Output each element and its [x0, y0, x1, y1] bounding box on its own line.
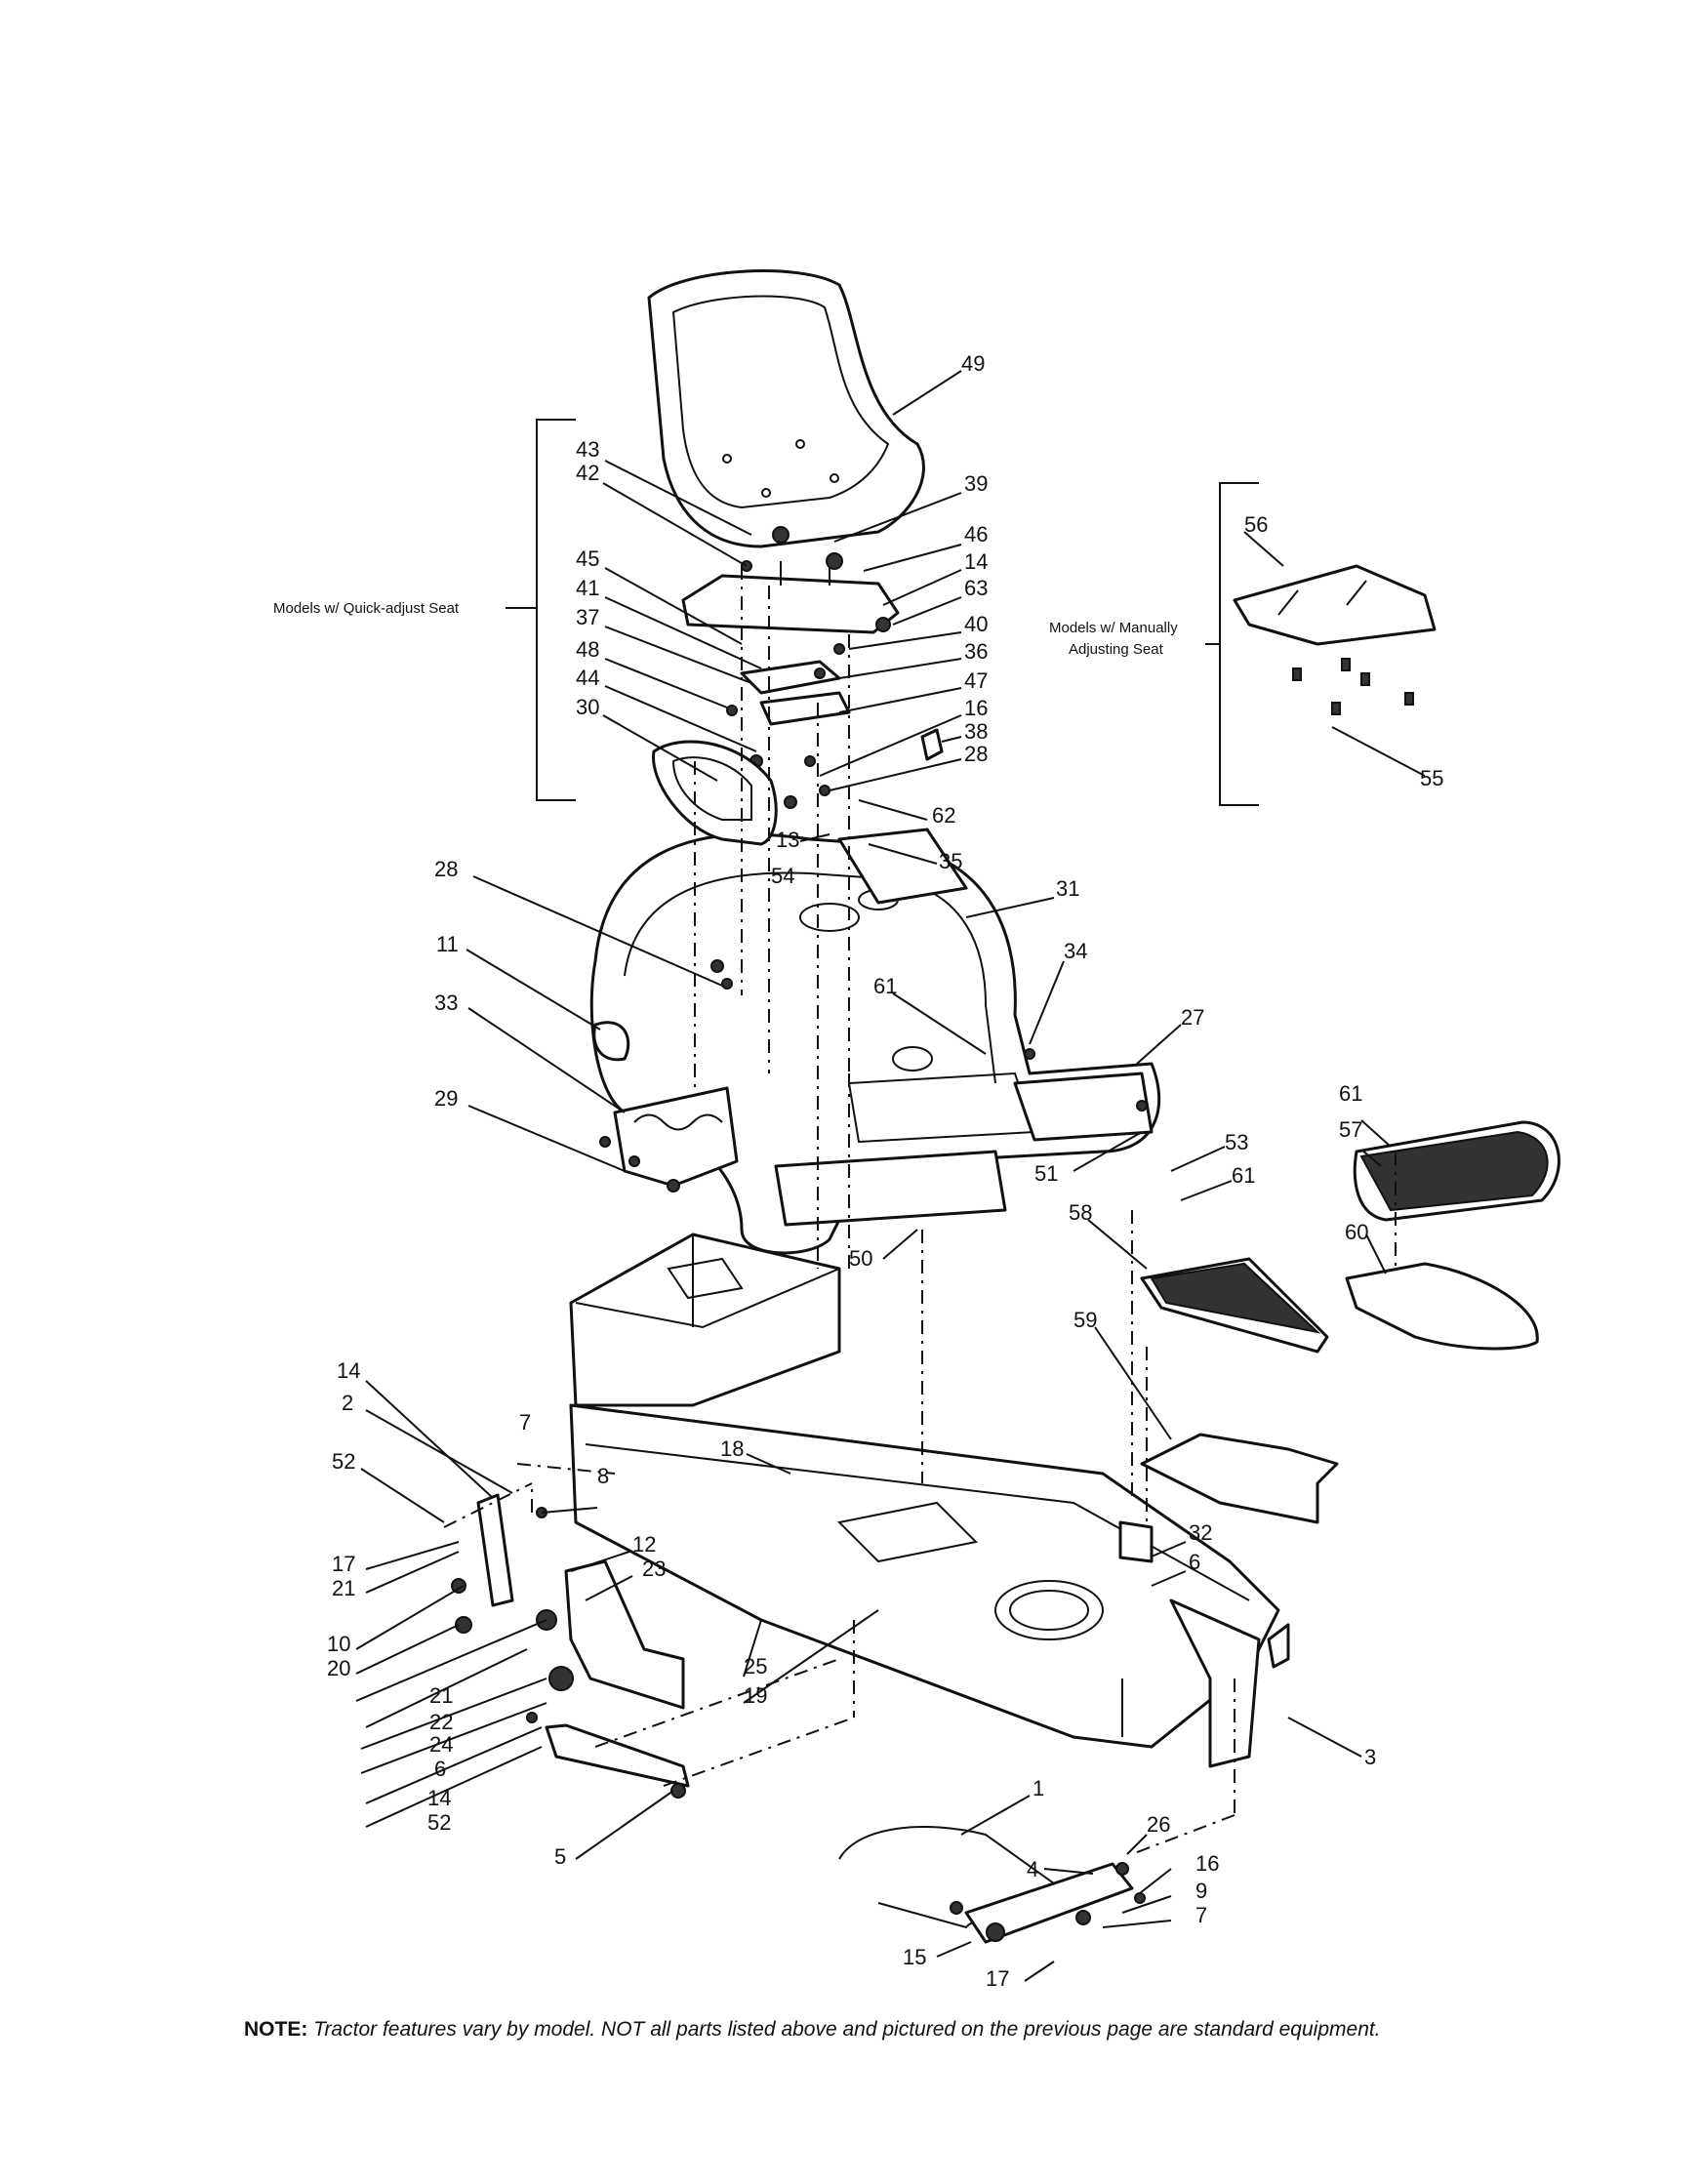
callout-15: 15	[903, 1945, 926, 1969]
left-pedal-assembly	[451, 1493, 690, 1799]
callout-53: 53	[1225, 1130, 1248, 1154]
seat	[647, 269, 925, 548]
callout-49: 49	[961, 351, 985, 376]
callout-23: 23	[642, 1557, 666, 1581]
manual-adjust-caption-1: Models w/ Manually	[1049, 620, 1178, 636]
manual-adjust-caption-2: Adjusting Seat	[1069, 641, 1164, 658]
callout-14: 14	[964, 549, 988, 574]
callout-2: 2	[342, 1391, 353, 1415]
callout-38: 38	[964, 719, 988, 744]
callout-48: 48	[576, 637, 599, 662]
seat-plate	[681, 526, 944, 809]
callout-11: 11	[436, 932, 459, 956]
callout-3: 3	[1364, 1745, 1376, 1769]
callout-4: 4	[1027, 1857, 1038, 1881]
callout-21: 21	[332, 1576, 355, 1600]
callout-42: 42	[576, 461, 599, 485]
callout-1: 1	[1033, 1776, 1044, 1800]
callout-labels: 49 43 42 39 46 14 63 45 41 37 40 36 48 4…	[327, 351, 1443, 1991]
callout-43: 43	[576, 437, 599, 462]
quick-adjust-caption: Models w/ Quick-adjust Seat	[273, 600, 460, 617]
callout-30: 30	[576, 695, 599, 719]
callout-17b: 17	[986, 1966, 1009, 1991]
callout-54: 54	[771, 864, 794, 888]
callout-61a: 61	[873, 974, 897, 998]
leader-lines	[355, 370, 1426, 1982]
callout-6: 6	[434, 1757, 446, 1781]
callout-22: 22	[429, 1710, 453, 1734]
callout-40: 40	[964, 612, 988, 636]
callout-47: 47	[964, 668, 988, 693]
callout-61c: 61	[1339, 1081, 1362, 1106]
callout-37: 37	[576, 605, 599, 629]
callout-25: 25	[744, 1654, 767, 1678]
callout-20: 20	[327, 1656, 350, 1680]
callout-17: 17	[332, 1552, 355, 1576]
callout-21b: 21	[429, 1683, 453, 1708]
explode-lines	[443, 566, 1397, 1855]
callout-32: 32	[1189, 1520, 1212, 1545]
callout-60: 60	[1345, 1220, 1368, 1244]
callout-46: 46	[964, 522, 988, 546]
callout-16b: 16	[1195, 1851, 1219, 1876]
callout-16: 16	[964, 696, 988, 720]
callout-10: 10	[327, 1632, 350, 1656]
callout-50: 50	[849, 1246, 872, 1271]
callout-18: 18	[720, 1436, 744, 1461]
callout-58: 58	[1069, 1200, 1092, 1225]
callout-6b: 6	[1189, 1550, 1200, 1574]
footnote: NOTE: Tractor features vary by model. NO…	[244, 2018, 1610, 2042]
callout-63: 63	[964, 576, 988, 600]
callout-61b: 61	[1232, 1163, 1255, 1188]
callout-14b: 14	[337, 1358, 360, 1383]
callout-31: 31	[1056, 876, 1079, 901]
callout-39: 39	[964, 471, 988, 496]
callout-29: 29	[434, 1086, 458, 1111]
callout-55: 55	[1420, 766, 1443, 790]
callout-52b: 52	[427, 1810, 451, 1835]
callout-12: 12	[632, 1532, 656, 1557]
callout-36: 36	[964, 639, 988, 664]
callout-14c: 14	[427, 1786, 451, 1810]
callout-56: 56	[1244, 512, 1268, 537]
left-pad	[592, 1021, 739, 1193]
callout-35: 35	[939, 849, 962, 873]
callout-45: 45	[576, 546, 599, 571]
console-panel	[652, 740, 778, 846]
callout-57: 57	[1339, 1117, 1362, 1142]
callout-27: 27	[1181, 1005, 1204, 1030]
callout-28b: 28	[434, 857, 458, 881]
callout-52: 52	[332, 1449, 355, 1474]
callout-28: 28	[964, 742, 988, 766]
foot-mats	[1140, 1120, 1560, 1524]
callout-24: 24	[429, 1732, 453, 1757]
callout-5: 5	[554, 1844, 566, 1869]
frame-chassis	[569, 1233, 1290, 1768]
callout-62: 62	[932, 803, 955, 828]
note-label: NOTE:	[244, 2018, 308, 2041]
callout-7b: 7	[1195, 1903, 1207, 1927]
callout-59: 59	[1073, 1308, 1097, 1332]
callout-34: 34	[1064, 939, 1087, 963]
callout-33: 33	[434, 991, 458, 1015]
callout-19: 19	[744, 1683, 767, 1708]
callout-44: 44	[576, 666, 599, 690]
callout-13: 13	[776, 828, 799, 852]
quick-adjust-bracket	[536, 419, 576, 801]
callout-51: 51	[1034, 1161, 1058, 1186]
front-bracket	[838, 1826, 1146, 1944]
callout-7: 7	[519, 1410, 531, 1435]
callout-9: 9	[1195, 1879, 1207, 1903]
callout-26: 26	[1147, 1812, 1170, 1837]
manual-seat-plate	[1205, 482, 1437, 806]
callout-8: 8	[597, 1464, 609, 1488]
callout-41: 41	[576, 576, 599, 600]
note-text: Tractor features vary by model. NOT all …	[313, 2018, 1381, 2041]
